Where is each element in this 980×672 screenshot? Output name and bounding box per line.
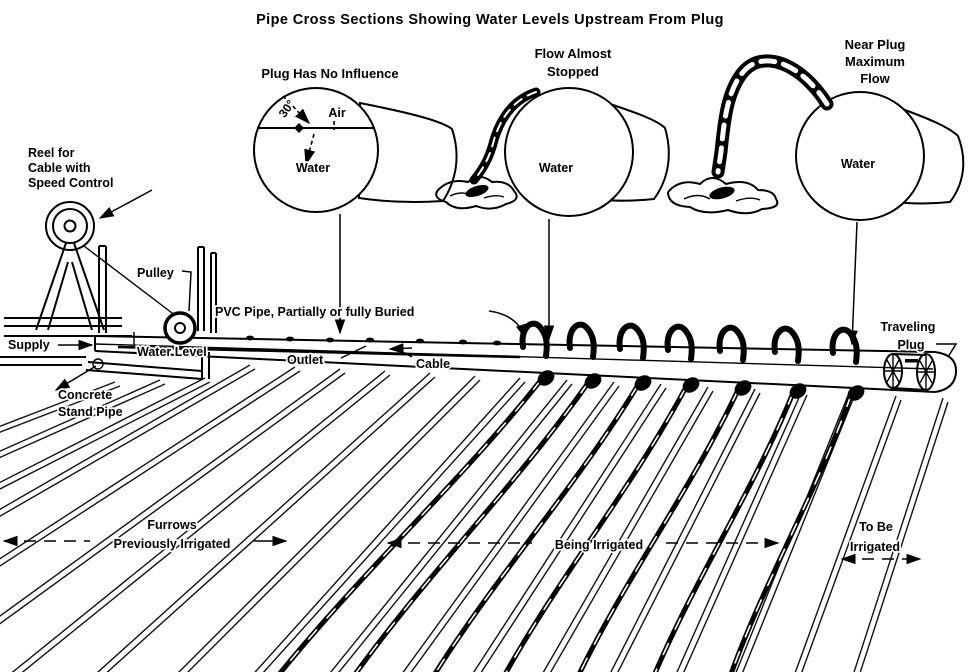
pipe-circle-1 bbox=[253, 87, 379, 213]
cross-section-near-plug bbox=[667, 54, 965, 221]
pipe-circle-3 bbox=[795, 91, 925, 221]
cs3-label-1: Near Plug bbox=[845, 37, 906, 52]
pulley-wheel bbox=[163, 311, 197, 345]
zone-right-label-1: To Be bbox=[859, 520, 893, 534]
water-level-line-in-pipe bbox=[117, 345, 521, 359]
leader-concrete bbox=[54, 365, 97, 391]
zone-left-label-1: Furrows bbox=[147, 518, 196, 532]
a-frame bbox=[35, 242, 105, 331]
stand-pipe-riser bbox=[201, 352, 210, 379]
base-rails bbox=[4, 317, 132, 337]
cs3-label-2: Maximum bbox=[845, 54, 905, 69]
cs1-air-label: Air bbox=[328, 106, 346, 120]
pulley-label: Pulley bbox=[137, 266, 174, 280]
leader-pvc bbox=[488, 310, 527, 340]
surface-marker bbox=[294, 123, 304, 133]
cs1-water-label: Water bbox=[296, 161, 330, 175]
pulley-post-1 bbox=[197, 246, 205, 331]
reel-label-2: Cable with bbox=[28, 161, 91, 175]
cable-direction-arrow bbox=[388, 343, 413, 354]
cable-to-pulley bbox=[83, 245, 177, 317]
pulley-leader bbox=[181, 270, 192, 312]
cs3-water-label: Water bbox=[841, 157, 875, 171]
traveling-plug-label-2: Plug bbox=[897, 338, 924, 352]
cs1-label: Plug Has No Influence bbox=[261, 66, 398, 81]
cross-section-flow-almost-stopped bbox=[435, 87, 670, 217]
frame-post bbox=[98, 245, 107, 333]
supply-channel bbox=[0, 332, 210, 380]
reel-label-3: Speed Control bbox=[28, 176, 113, 190]
leader-reel bbox=[98, 189, 153, 219]
plug-cable-attach bbox=[905, 359, 918, 363]
angle-arrow-lower bbox=[304, 133, 316, 166]
zone-left-label-2: Previously Irrigated bbox=[114, 537, 231, 551]
outlet-holes bbox=[246, 335, 501, 346]
leader-outlet bbox=[340, 345, 367, 359]
outlet-label: Outlet bbox=[287, 353, 324, 367]
leaders bbox=[2, 189, 958, 565]
pulley-assembly bbox=[163, 246, 217, 345]
pipe-open-end bbox=[934, 351, 958, 393]
cross-section-no-influence bbox=[253, 87, 458, 213]
labels: Pipe Cross Sections Showing Water Levels… bbox=[6, 12, 937, 556]
furrow-field bbox=[0, 364, 949, 672]
cs2-water-label: Water bbox=[539, 161, 573, 175]
diagram-title: Pipe Cross Sections Showing Water Levels… bbox=[256, 12, 724, 28]
cs3-label-3: Flow bbox=[860, 71, 890, 86]
zone-right-label-2: Irrigated bbox=[850, 540, 900, 554]
pipe-cylinder-1 bbox=[357, 101, 458, 203]
cable-label: Cable bbox=[416, 357, 450, 371]
concrete-label-1: Concrete bbox=[58, 388, 112, 402]
leader-cs3-to-pipe bbox=[847, 221, 858, 346]
reel-label-1: Reel for bbox=[28, 146, 75, 160]
pvc-pipe-label: PVC Pipe, Partially or fully Buried bbox=[215, 305, 414, 319]
supply-label: Supply bbox=[8, 338, 50, 352]
outlet-hook-jets bbox=[519, 320, 865, 401]
water-jets bbox=[277, 320, 865, 672]
concrete-label-2: Stand Pipe bbox=[58, 405, 123, 419]
zone-middle-label: Being Irrigated bbox=[555, 538, 643, 552]
angle-arrow-upper bbox=[282, 95, 311, 125]
water-level-label: Water Level bbox=[137, 345, 207, 359]
splash-puddle-2 bbox=[435, 176, 518, 210]
concrete-trough bbox=[85, 361, 203, 380]
traveling-plug-label-1: Traveling bbox=[881, 320, 936, 334]
leader-plug bbox=[936, 343, 958, 358]
splash-puddle-3 bbox=[667, 177, 779, 215]
cable-reel bbox=[45, 201, 95, 251]
traveling-plug bbox=[883, 353, 936, 391]
cs2-label-1: Flow Almost bbox=[535, 46, 612, 61]
pipe-circle-2 bbox=[504, 87, 634, 217]
reel-assembly bbox=[4, 201, 177, 337]
pulley-post-2 bbox=[210, 252, 217, 333]
cs2-label-2: Stopped bbox=[547, 64, 599, 79]
